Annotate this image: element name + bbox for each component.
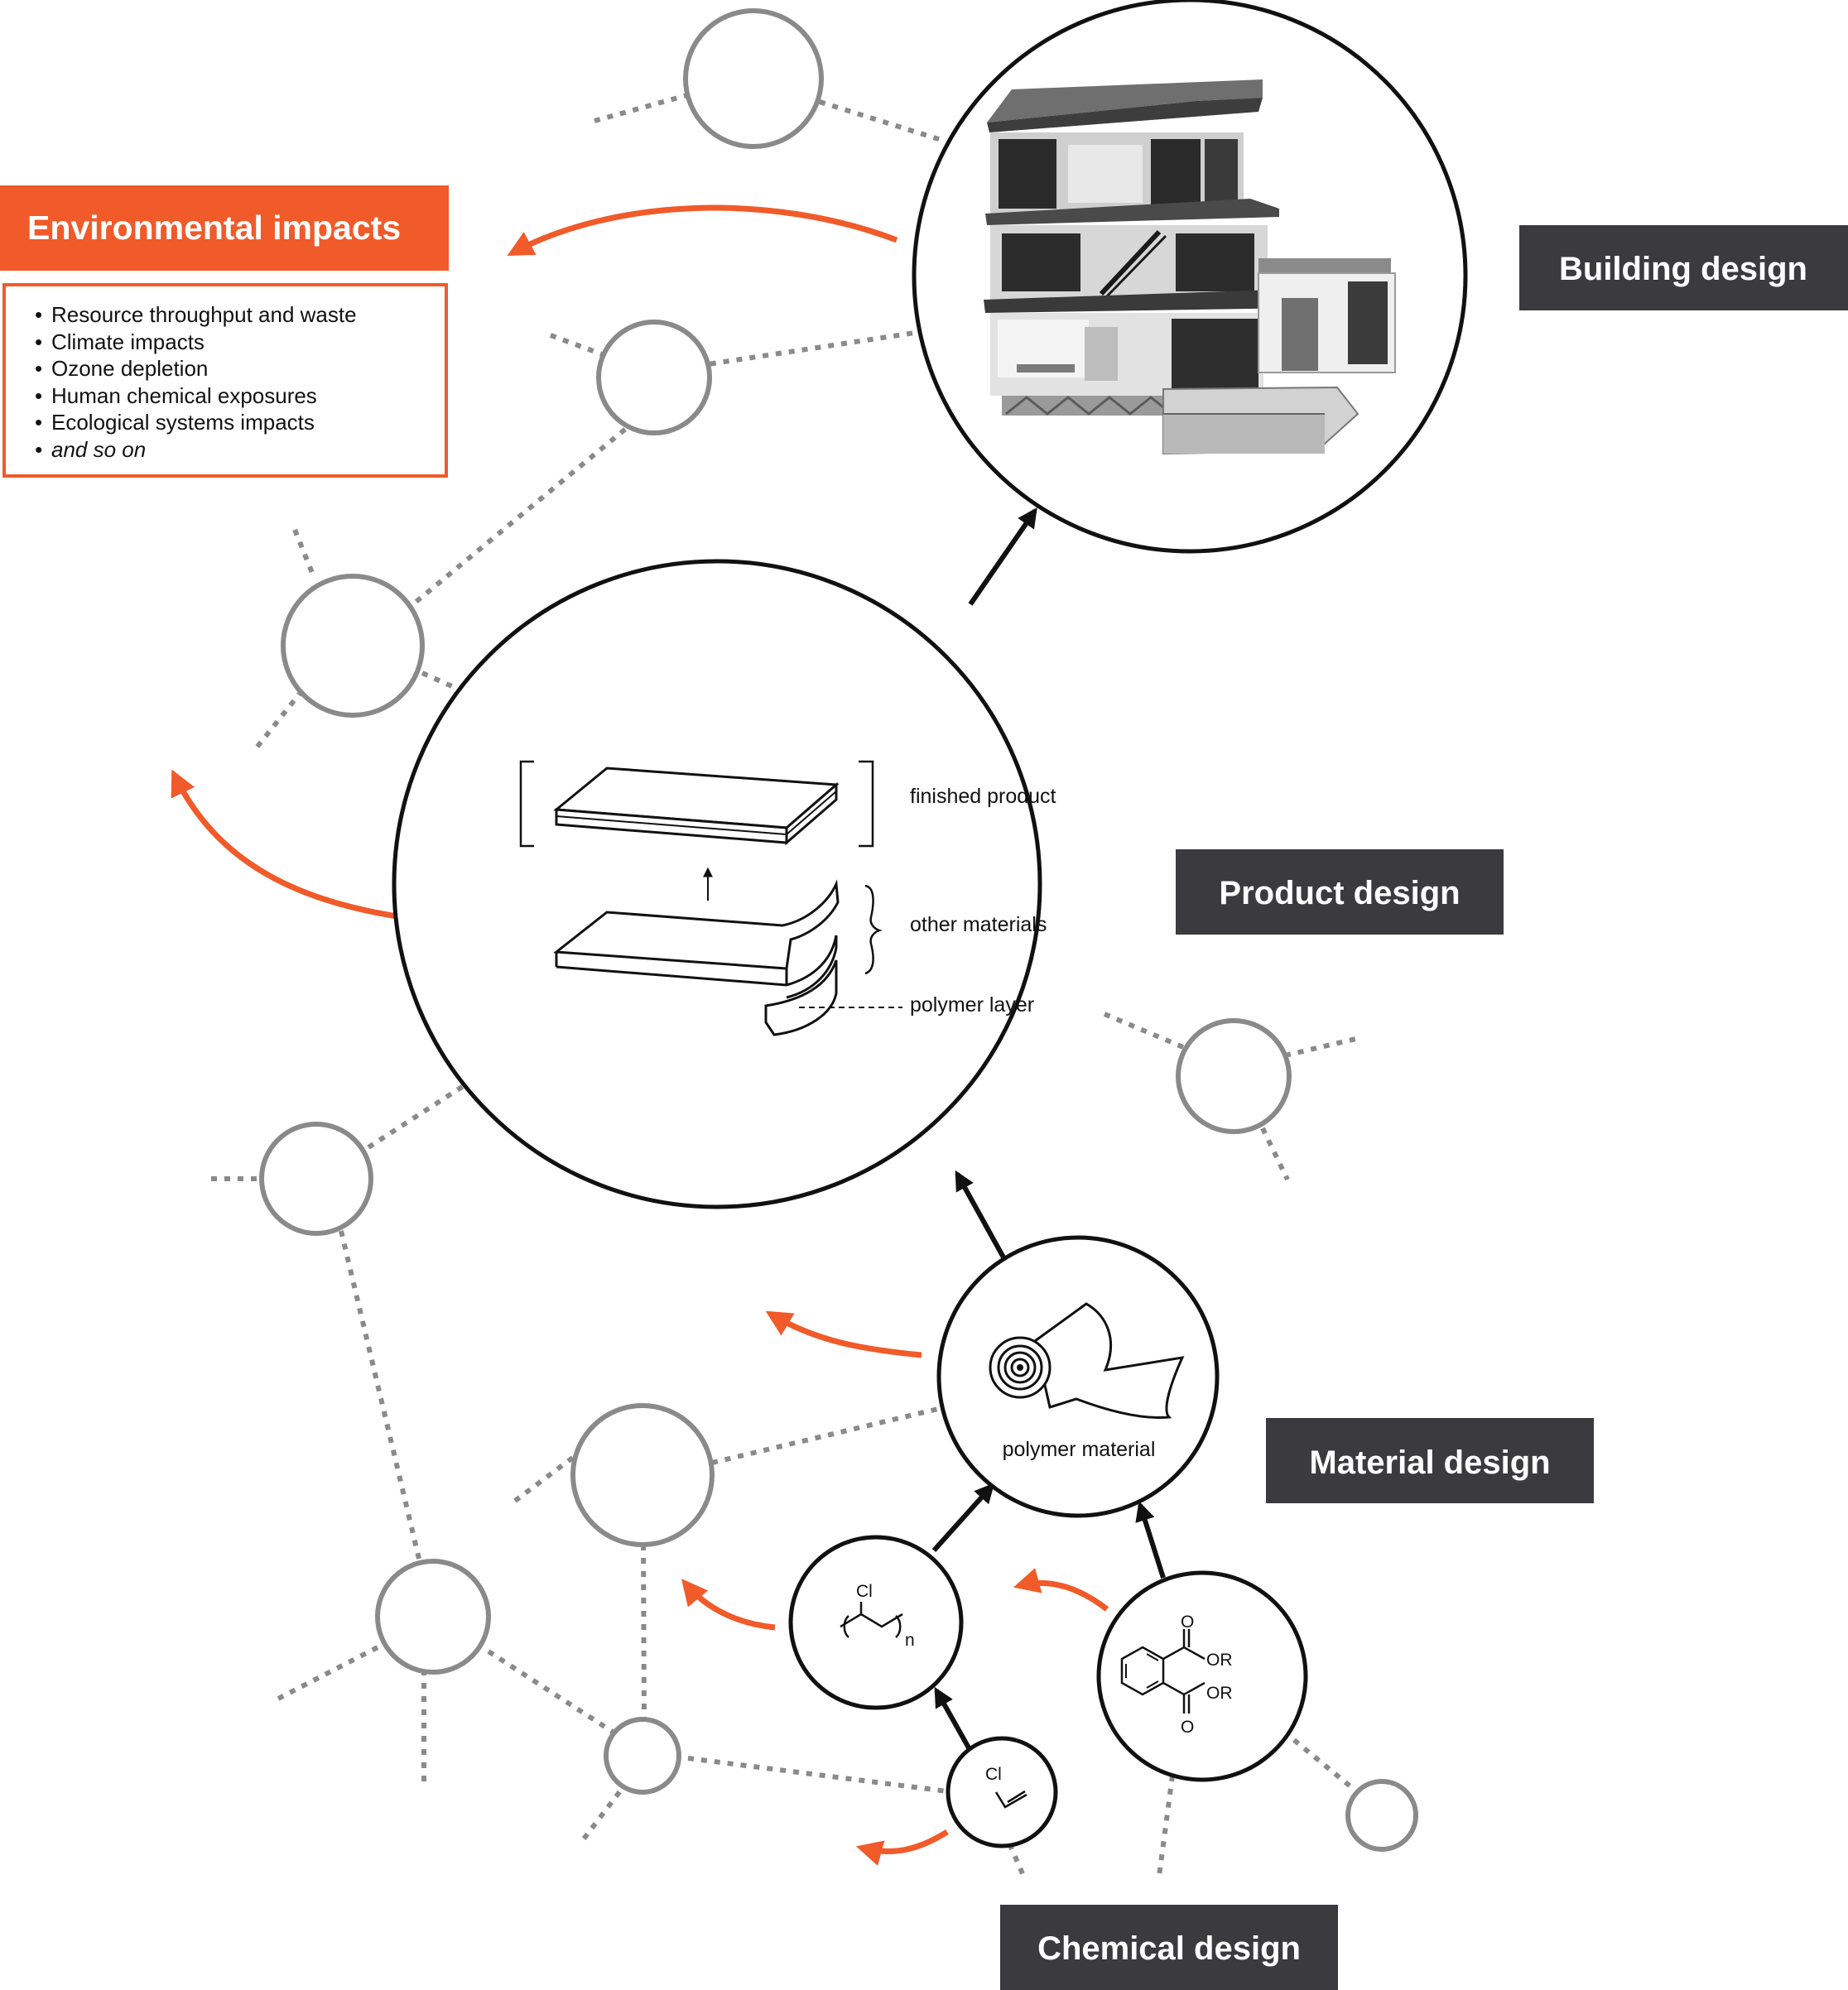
phthalate-oxygen-bottom: O xyxy=(1181,1718,1194,1737)
house-cutaway-illustration xyxy=(984,79,1396,455)
finished-product-label: finished product xyxy=(910,785,1056,808)
other-materials-label: other materials xyxy=(910,913,1047,936)
product-design-tag: Product design xyxy=(1176,849,1504,935)
impact-arrows xyxy=(171,204,1109,1866)
vinyl-chloride-node: Cl xyxy=(946,1736,1058,1848)
impact-item: Ecological systems impacts xyxy=(35,409,445,436)
material-design-tag: Material design xyxy=(1266,1418,1594,1503)
phthalate-node: O OR OR O xyxy=(1096,1570,1308,1782)
impact-item: Climate impacts xyxy=(35,329,445,356)
design-flow-arrows xyxy=(931,507,1166,1752)
finished-panel-illustration xyxy=(553,767,840,846)
environmental-impacts-heading: Environmental impacts xyxy=(0,185,449,271)
phthalate-oxygen-top: O xyxy=(1181,1613,1194,1632)
building-design-label: Building design xyxy=(1559,251,1807,287)
vinyl-chloride-substituent: Cl xyxy=(985,1765,1002,1784)
material-design-label: Material design xyxy=(1309,1444,1550,1481)
pvc-subscript: n xyxy=(905,1631,915,1650)
material-design-node: polymer material xyxy=(936,1235,1220,1518)
right-bracket xyxy=(859,760,874,848)
product-design-label: Product design xyxy=(1219,875,1460,911)
polymer-layer-label: polymer layer xyxy=(910,993,1034,1017)
phthalate-or-top: OR xyxy=(1206,1651,1233,1670)
product-design-node: finished product other materials polymer… xyxy=(392,559,1056,1209)
chemical-design-label: Chemical design xyxy=(1037,1930,1301,1967)
phthalate-structure-icon xyxy=(1120,1629,1206,1714)
impact-item: Human chemical exposures xyxy=(35,382,445,410)
impact-item-and-so-on: and so on xyxy=(35,436,445,464)
environmental-impacts-list: Resource throughput and waste Climate im… xyxy=(2,283,448,478)
impact-item: Ozone depletion xyxy=(35,355,445,382)
other-materials-brace xyxy=(864,884,883,975)
chemical-design-tag: Chemical design xyxy=(1000,1905,1338,1990)
polymer-material-label: polymer material xyxy=(1003,1438,1156,1461)
building-design-tag: Building design xyxy=(1519,225,1848,310)
impact-item: Resource throughput and waste xyxy=(35,301,445,329)
phthalate-or-bottom: OR xyxy=(1206,1684,1233,1703)
building-design-node xyxy=(912,0,1468,554)
pvc-polymer-node: Cl n xyxy=(788,1535,964,1710)
vinyl-chloride-structure-icon xyxy=(994,1790,1027,1809)
network-nodes xyxy=(259,8,1418,1852)
polymer-roll-icon xyxy=(989,1302,1185,1420)
network-links xyxy=(211,93,1360,1879)
pvc-substituent: Cl xyxy=(856,1582,873,1601)
layered-panel-illustration xyxy=(553,879,902,1036)
pvc-structure-icon xyxy=(840,1602,903,1638)
left-bracket xyxy=(519,760,534,848)
